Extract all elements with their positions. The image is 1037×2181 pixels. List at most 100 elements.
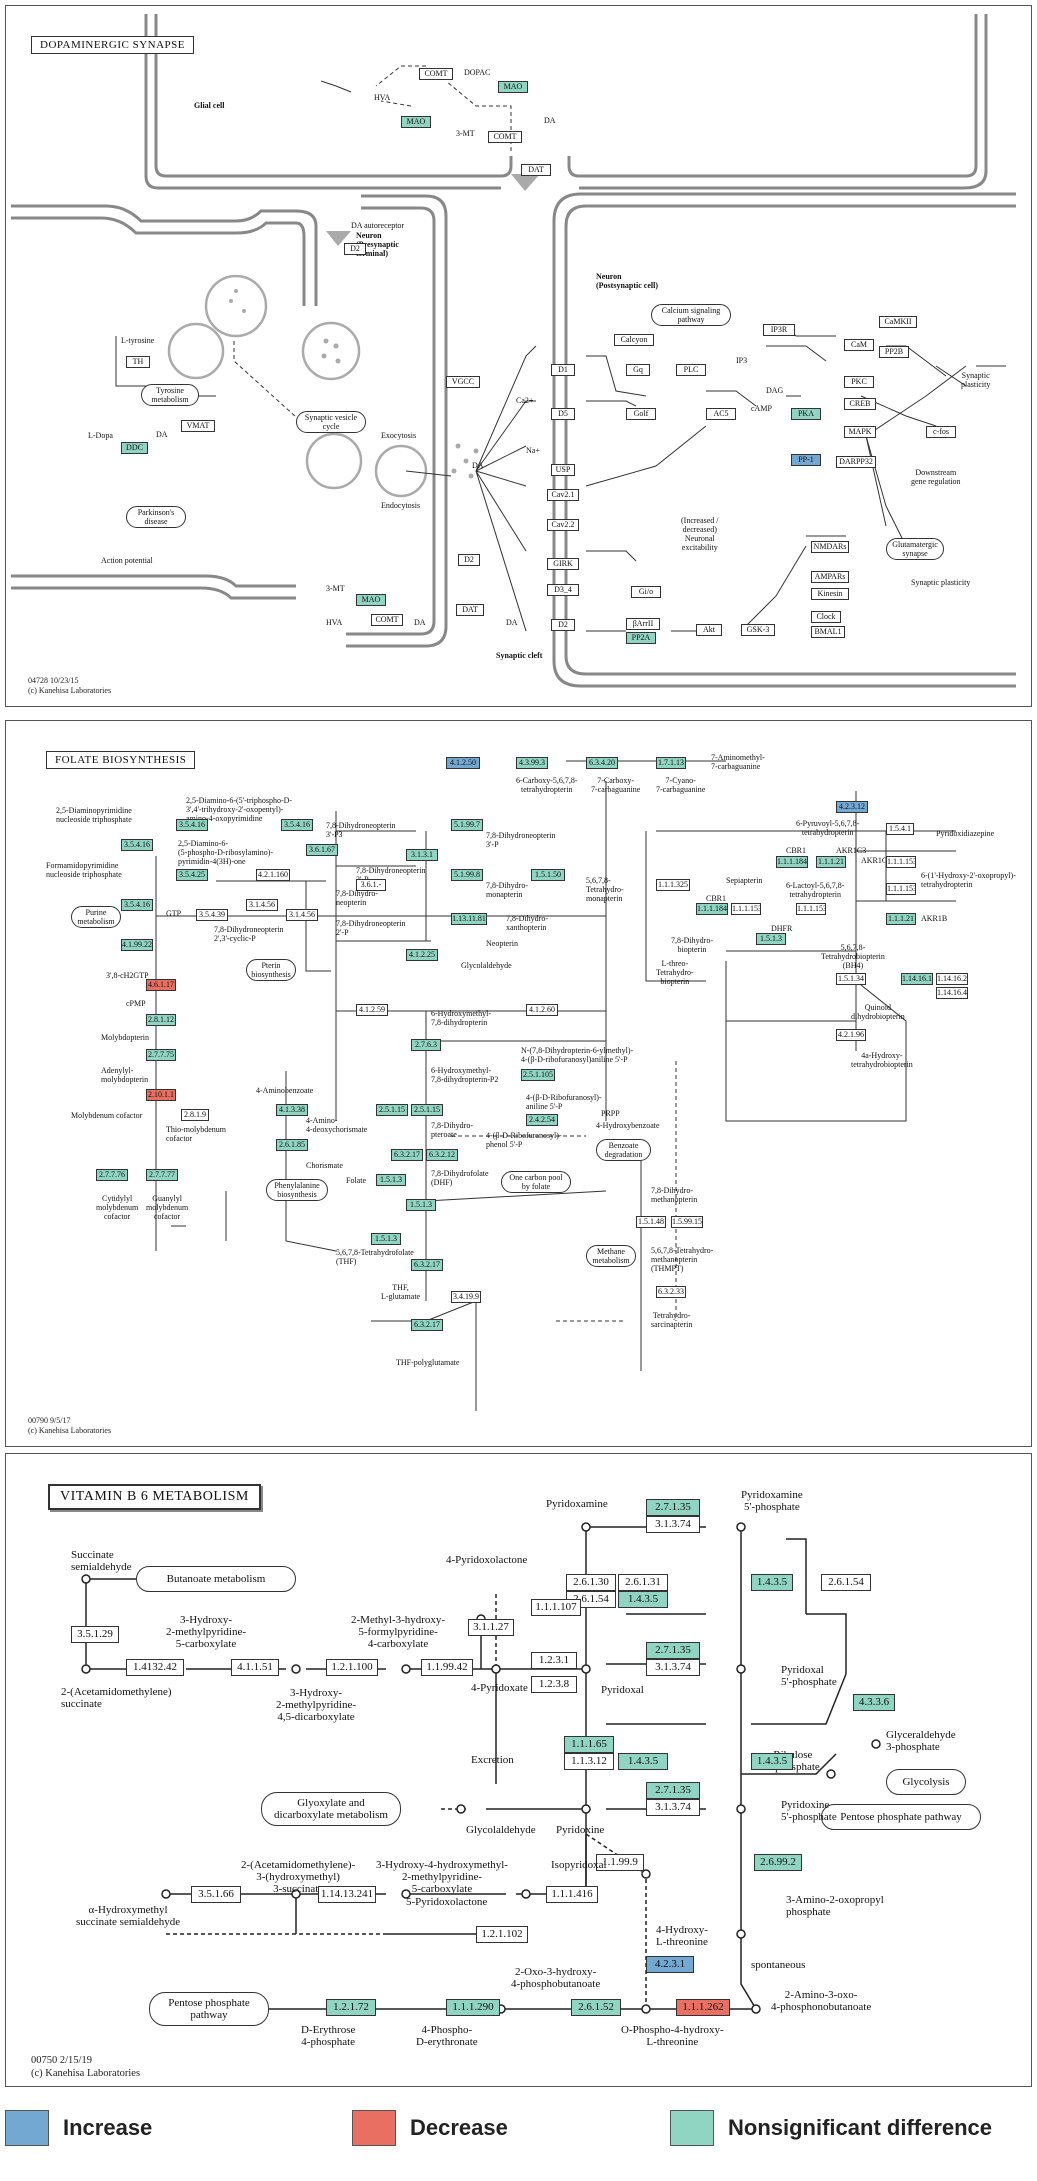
ec-1-13-11-81[interactable]: 1.13.11.81 <box>451 913 487 925</box>
gene-pp2b[interactable]: PP2B <box>879 346 909 358</box>
ec-4-2-3-1[interactable]: 4.2.3.1 <box>646 1956 694 1973</box>
ec-6-3-2-33[interactable]: 6.3.2.33 <box>656 1286 686 1298</box>
ec-4-2-1-96[interactable]: 4.2.1.96 <box>836 1029 866 1041</box>
ec-1-1-1-107[interactable]: 1.1.1.107 <box>531 1599 581 1616</box>
gene-d2[interactable]: D2 <box>458 554 480 566</box>
gene-pka[interactable]: PKA <box>791 408 821 420</box>
ec-3-5-4-25[interactable]: 3.5.4.25 <box>176 869 208 881</box>
ec-4-1-2-50[interactable]: 4.1.2.50 <box>446 757 480 769</box>
gene-plc[interactable]: PLC <box>676 364 706 376</box>
ec-2-7-1-35[interactable]: 2.7.1.35 <box>646 1642 700 1659</box>
ec-2-5-1-15[interactable]: 2.5.1.15 <box>411 1104 443 1116</box>
ec-3-5-1-29[interactable]: 3.5.1.29 <box>71 1626 119 1643</box>
map-calcium-signaling[interactable]: Calcium signaling pathway <box>651 304 731 326</box>
ec-2-7-7-77[interactable]: 2.7.7.77 <box>146 1169 178 1181</box>
map-phenylalanine-biosynthesis[interactable]: Phenylalanine biosynthesis <box>266 1179 328 1201</box>
gene-ip3r[interactable]: IP3R <box>763 324 795 336</box>
ec-2-6-99-2[interactable]: 2.6.99.2 <box>754 1854 802 1871</box>
ec-4-1-2-60[interactable]: 4.1.2.60 <box>526 1004 558 1016</box>
ec-3-1-3-74[interactable]: 3.1.3.74 <box>646 1799 700 1816</box>
ec-1-1-1-213[interactable]: 1.1.1.153 <box>886 856 916 868</box>
ec-3-5-4-16[interactable]: 3.5.4.16 <box>281 819 313 831</box>
ec-1-5-1-3[interactable]: 1.5.1.3 <box>376 1174 406 1186</box>
ec-1-14-13-241[interactable]: 1.14.13.241 <box>318 1886 376 1903</box>
ec-1-5-1-48[interactable]: 1.5.1.48 <box>636 1216 666 1228</box>
ec-2-7-7-75[interactable]: 2.7.7.75 <box>146 1049 176 1061</box>
gene-creb[interactable]: CREB <box>844 398 876 410</box>
map-pterin-biosynthesis[interactable]: Pterin biosynthesis <box>246 959 296 981</box>
gene-clock[interactable]: Clock <box>811 611 841 623</box>
ec-1-1-1-184[interactable]: 1.1.1.184 <box>696 903 728 915</box>
gene-comt[interactable]: COMT <box>488 131 522 143</box>
ec-1-4-3-5[interactable]: 1.4.3.5 <box>751 1574 793 1591</box>
ec-1-4-3-5[interactable]: 1.4.3.5 <box>618 1591 668 1608</box>
ec-2-6-1-30[interactable]: 2.6.1.30 <box>566 1574 616 1591</box>
ec-2-5-1-105[interactable]: 2.5.1.105 <box>521 1069 555 1081</box>
gene-comt[interactable]: COMT <box>419 68 453 80</box>
ec-1-1-1-21[interactable]: 1.1.1.21 <box>816 856 846 868</box>
ec-3-1-1-27[interactable]: 3.1.1.27 <box>468 1619 514 1636</box>
ec-3-1-3-1[interactable]: 3.1.3.1 <box>406 849 438 861</box>
ec-1-2-1-102[interactable]: 1.2.1.102 <box>476 1926 528 1943</box>
ec-4-6-1-17[interactable]: 4.6.1.17 <box>146 979 176 991</box>
gene-gq[interactable]: Gq <box>626 364 650 376</box>
ec-2-8-1-12[interactable]: 2.8.1.12 <box>146 1014 176 1026</box>
ec-6-3-2-12[interactable]: 6.3.2.12 <box>426 1149 458 1161</box>
gene-pp2a[interactable]: PP2A <box>626 632 656 644</box>
ec-1-1-1-262[interactable]: 1.1.1.262 <box>676 1999 730 2016</box>
ec-4-1-1-51[interactable]: 4.1.1.51 <box>231 1659 279 1676</box>
gene-comt[interactable]: COMT <box>371 614 403 626</box>
gene-nmdars[interactable]: NMDARs <box>811 541 849 553</box>
ec-3-4-19-9[interactable]: 3.4.19.9 <box>451 1291 481 1303</box>
ec-5-1-99-8[interactable]: 5.1.99.8 <box>451 869 483 881</box>
ec-3-6-1[interactable]: 3.6.1.- <box>356 879 386 891</box>
ec-3-5-4-39[interactable]: 3.5.4.39 <box>196 909 228 921</box>
map-butanoate-metabolism[interactable]: Butanoate metabolism <box>136 1566 296 1592</box>
ec-4-3-99-3[interactable]: 4.3.99.3 <box>516 757 548 769</box>
gene-kinesin[interactable]: Kinesin <box>811 588 849 600</box>
ec-1-7-1-13[interactable]: 1.7.1.13 <box>656 757 686 769</box>
ec-1-4-3-5[interactable]: 1.4.3.5 <box>618 1753 668 1770</box>
ec-1-5-99-15[interactable]: 1.5.99.15 <box>671 1216 703 1228</box>
map-benzoate-degradation[interactable]: Benzoate degradation <box>596 1139 651 1161</box>
ec-4-1-2-25[interactable]: 4.1.2.25 <box>406 949 438 961</box>
gene-mao[interactable]: MAO <box>498 81 528 93</box>
ec-2-7-6-3[interactable]: 2.7.6.3 <box>411 1039 441 1051</box>
gene-darpp32[interactable]: DARPP32 <box>836 456 876 468</box>
ec-3-1-3-74[interactable]: 3.1.3.74 <box>646 1659 700 1676</box>
ec-1-5-1-3[interactable]: 1.5.1.3 <box>756 933 786 945</box>
gene-vgcc[interactable]: VGCC <box>446 376 480 388</box>
gene-cam[interactable]: CaM <box>844 339 874 351</box>
gene-ddc[interactable]: DDC <box>121 442 148 454</box>
ec-3-5-4-16[interactable]: 3.5.4.16 <box>176 819 208 831</box>
gene-d5[interactable]: D5 <box>551 408 575 420</box>
gene-usp[interactable]: USP <box>551 464 575 476</box>
map-tyrosine-metabolism[interactable]: Tyrosine metabolism <box>141 384 199 406</box>
map-methane-metabolism[interactable]: Methane metabolism <box>586 1245 636 1267</box>
ec-2-7-1-35[interactable]: 2.7.1.35 <box>646 1499 700 1516</box>
ec-1-2-3-8[interactable]: 1.2.3.8 <box>531 1676 577 1693</box>
gene-gsk3[interactable]: GSK-3 <box>741 624 775 636</box>
ec-2-10-1-1[interactable]: 2.10.1.1 <box>146 1089 176 1101</box>
ec-3-1-4-56[interactable]: 3.1.4.56 <box>246 899 278 911</box>
gene-akt[interactable]: Akt <box>696 624 722 636</box>
gene-dat[interactable]: DAT <box>521 164 551 176</box>
ec-1-1-1-65[interactable]: 1.1.1.65 <box>564 1736 614 1753</box>
ec-1-14-16-2[interactable]: 1.14.16.2 <box>936 973 968 985</box>
ec-3-5-1-66[interactable]: 3.5.1.66 <box>191 1886 241 1903</box>
gene-d2[interactable]: D2 <box>344 243 366 255</box>
gene-d1[interactable]: D1 <box>551 364 575 376</box>
ec-1-1-1-416[interactable]: 1.1.1.416 <box>546 1886 598 1903</box>
ec-4-2-1-160[interactable]: 4.2.1.160 <box>256 869 290 881</box>
ec-1-14-16-1[interactable]: 1.14.16.1 <box>901 973 933 985</box>
gene-cav22[interactable]: Cav2.2 <box>547 519 579 531</box>
ec-1-4-3-5[interactable]: 1.4.3.5 <box>751 1753 793 1770</box>
ec-4-1-2-59[interactable]: 4.1.2.59 <box>356 1004 388 1016</box>
ec-6-3-2-17[interactable]: 6.3.2.17 <box>411 1319 443 1331</box>
gene-mao[interactable]: MAO <box>356 594 386 606</box>
gene-vmat[interactable]: VMAT <box>181 420 215 432</box>
ec-2-5-1-15[interactable]: 2.5.1.15 <box>376 1104 408 1116</box>
ec-2-7-1-35[interactable]: 2.7.1.35 <box>646 1782 700 1799</box>
map-purine-metabolism[interactable]: Purine metabolism <box>71 906 121 928</box>
ec-3-5-4-16[interactable]: 3.5.4.16 <box>121 839 153 851</box>
